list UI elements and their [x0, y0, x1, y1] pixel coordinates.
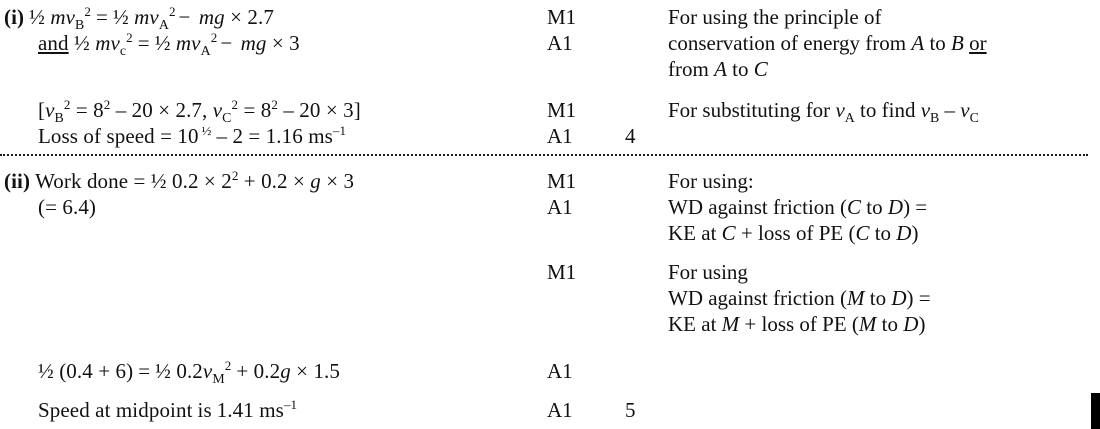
mark-code: M1: [547, 5, 577, 29]
mark-code: A1: [547, 124, 573, 148]
mark-code: M1: [547, 98, 577, 122]
comment-text: WD against friction (M to D) =: [668, 286, 931, 310]
mark-code: A1: [547, 31, 573, 55]
working-text: (= 6.4): [38, 195, 97, 219]
mark-code: A1: [547, 359, 573, 383]
mark-total: 4: [625, 124, 636, 148]
page-edge-artifact: [1091, 393, 1100, 429]
mark-code: A1: [547, 398, 573, 422]
comment-text: from A to C: [668, 57, 768, 81]
working-text: (ii)Work done = ½ 0.2 × 22 + 0.2 × g × 3: [4, 168, 355, 193]
comment-text: WD against friction (C to D) =: [668, 195, 928, 219]
mark-code: M1: [547, 260, 577, 284]
mark-code: A1: [547, 195, 573, 219]
comment-text: For using the principle of: [668, 5, 882, 29]
comment-text: KE at M + loss of PE (M to D): [668, 312, 926, 336]
comment-text: For substituting for vA to find vB – vC: [668, 98, 979, 126]
working-text: ½ (0.4 + 6)=½ 0.2vM2+ 0.2g × 1.5: [38, 358, 341, 387]
working-text: [vB2 = 82 – 20 × 2.7, vC2 = 82 – 20 × 3]: [38, 97, 361, 126]
mark-code: M1: [547, 169, 577, 193]
comment-text: For using: [668, 260, 748, 284]
comment-text: KE at C + loss of PE (C to D): [668, 221, 919, 245]
comment-text: conservation of energy from A to B or: [668, 31, 987, 55]
mark-total: 5: [625, 398, 636, 422]
comment-text: For using:: [668, 169, 754, 193]
working-text: and ½ mvc2=½ mvA2− mg × 3: [38, 30, 300, 59]
working-text: (i)½ mvB2=½ mvA2− mg × 2.7: [4, 4, 274, 33]
section-divider: [0, 154, 1088, 156]
